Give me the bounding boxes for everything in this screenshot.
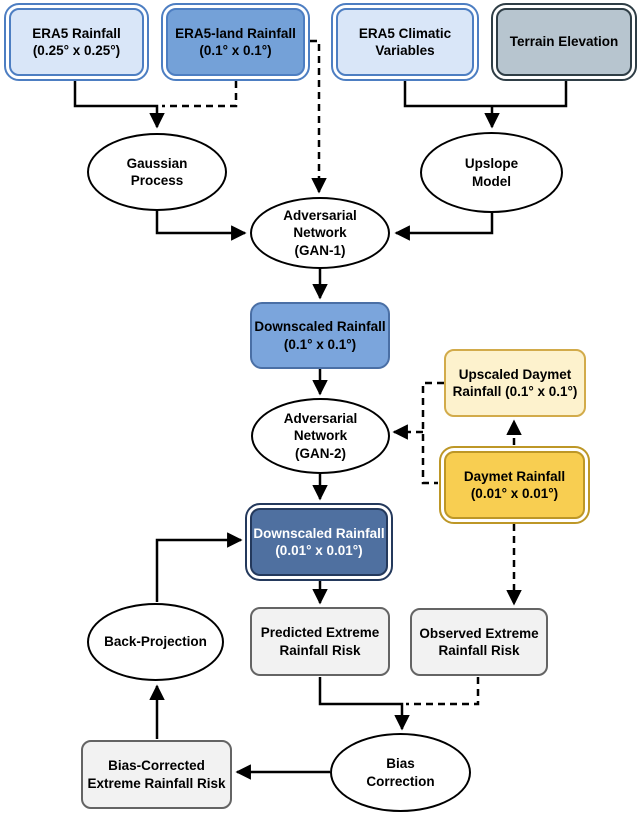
node-era5-rainfall: ERA5 Rainfall (0.25° x 0.25°) [4,3,149,81]
edge-backprojection-to-downscaled001 [155,532,243,602]
node-back-projection: Back-Projection [87,603,224,681]
node-observed-extreme-rainfall-risk: Observed Extreme Rainfall Risk [410,608,548,676]
node-bias-corrected-extreme-rainfall-risk: Bias-Corrected Extreme Rainfall Risk [81,740,232,809]
node-gan2: Adversarial Network (GAN-2) [251,398,390,474]
edge-observed-to-junction-dashed [406,677,480,706]
node-label-line: Rainfall Risk [438,643,520,658]
node-era5-climatic-variables: ERA5 Climatic Variables [331,3,479,81]
node-label-line: Rainfall Risk [279,642,361,658]
node-label-line: (0.1° x 0.1°) [283,336,357,352]
node-terrain-elevation-body: Terrain Elevation [496,8,632,76]
node-terrain-elevation: Terrain Elevation [491,3,637,81]
node-label-line: Terrain Elevation [509,34,619,50]
node-label-line: Upslope [464,156,519,172]
node-downscaled-rainfall-001: Downscaled Rainfall (0.01° x 0.01°) [245,503,393,581]
node-label-line: Back-Projection [104,634,207,650]
node-label-line: Rainfall (0.1° x 0.1°) [452,384,578,399]
edge-upslope-to-gan1 [394,213,494,241]
node-label-line: Downscaled Rainfall [254,319,386,335]
node-daymet-rainfall-body: Daymet Rainfall (0.01° x 0.01°) [444,451,585,519]
node-label-line: Adversarial [283,208,357,224]
node-label-line: (0.25° x 0.25°) [32,43,121,58]
node-upslope-model: Upslope Model [420,132,563,213]
node-era5-land-rainfall: ERA5-land Rainfall (0.1° x 0.1°) [161,3,310,81]
node-label-line: (GAN-2) [295,445,346,461]
node-label-line: Process [130,173,184,188]
node-gan1: Adversarial Network (GAN-1) [250,197,390,269]
node-label-line: Daymet Rainfall [463,468,566,484]
edge-climatic-terrain-junction [403,80,568,108]
node-label-line: Model [472,173,511,189]
edge-era5-to-junction [73,81,165,129]
node-label-line: ERA5-land Rainfall [175,25,296,41]
node-era5-land-rainfall-body: ERA5-land Rainfall (0.1° x 0.1°) [166,8,305,76]
node-label-line: Variables [375,43,435,58]
node-label-line: (0.1° x 0.1°) [199,43,272,58]
node-label-line: Bias-Corrected [108,758,205,774]
node-label-line: Adversarial [283,411,358,427]
node-predicted-extreme-rainfall-risk: Predicted Extreme Rainfall Risk [250,607,390,676]
node-era5-rainfall-body: ERA5 Rainfall (0.25° x 0.25°) [9,8,144,76]
edge-predicted-to-biascorrection [318,677,410,731]
edge-gaussian-to-gan1 [155,211,247,241]
node-bias-correction: Bias Correction [330,733,471,812]
node-downscaled-rainfall-001-body: Downscaled Rainfall (0.01° x 0.01°) [250,508,388,576]
node-downscaled-rainfall-01: Downscaled Rainfall (0.1° x 0.1°) [250,302,390,369]
node-label-line: Upscaled Daymet [458,366,572,382]
node-label-line: (0.01° x 0.01°) [275,543,363,558]
node-label-line: Observed Extreme [419,625,539,641]
node-era5-climatic-variables-body: ERA5 Climatic Variables [336,8,474,76]
node-daymet-rainfall: Daymet Rainfall (0.01° x 0.01°) [439,446,590,524]
node-label-line: Correction [366,773,435,789]
node-upscaled-daymet-rainfall: Upscaled Daymet Rainfall (0.1° x 0.1°) [444,349,586,417]
node-label-line: ERA5 Rainfall [32,25,121,41]
node-label-line: Extreme Rainfall Risk [87,775,226,791]
edge-era5land-to-gan1-dashed [310,39,327,194]
node-label-line: ERA5 Climatic [358,25,452,41]
node-label-line: Network [293,428,348,444]
node-label-line: Network [293,225,347,241]
node-label-line: Bias [386,756,415,772]
node-gaussian-process: Gaussian Process [87,133,227,211]
node-label-line: Gaussian [126,155,188,171]
node-label-line: Predicted Extreme [260,625,380,641]
node-label-line: (GAN-1) [294,242,346,258]
node-label-line: Downscaled Rainfall [253,525,385,541]
edge-era5land-to-junction-dashed [162,81,238,108]
node-label-line: (0.01° x 0.01°) [470,486,559,501]
